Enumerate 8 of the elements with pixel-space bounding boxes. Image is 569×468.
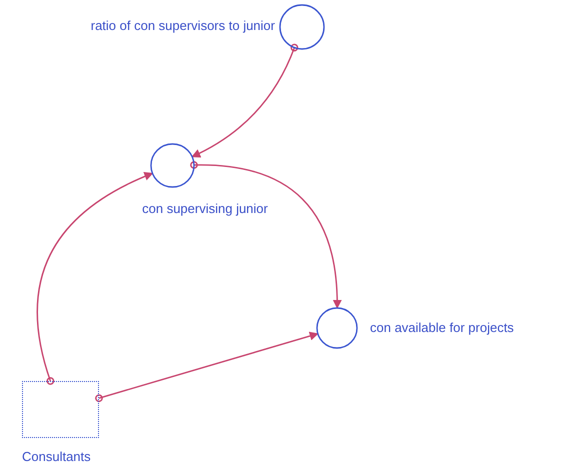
variable-label: Consultants [22, 449, 92, 465]
variable-label: ratio of con supervisors to junior [90, 18, 275, 34]
connector-arrow [95, 332, 319, 402]
connector-arrow [190, 161, 342, 309]
variable-label: con available for projects [370, 320, 515, 336]
connector-arrow [36, 172, 154, 385]
connector-arrow [191, 44, 298, 158]
variable-label: con supervising junior [141, 201, 269, 217]
